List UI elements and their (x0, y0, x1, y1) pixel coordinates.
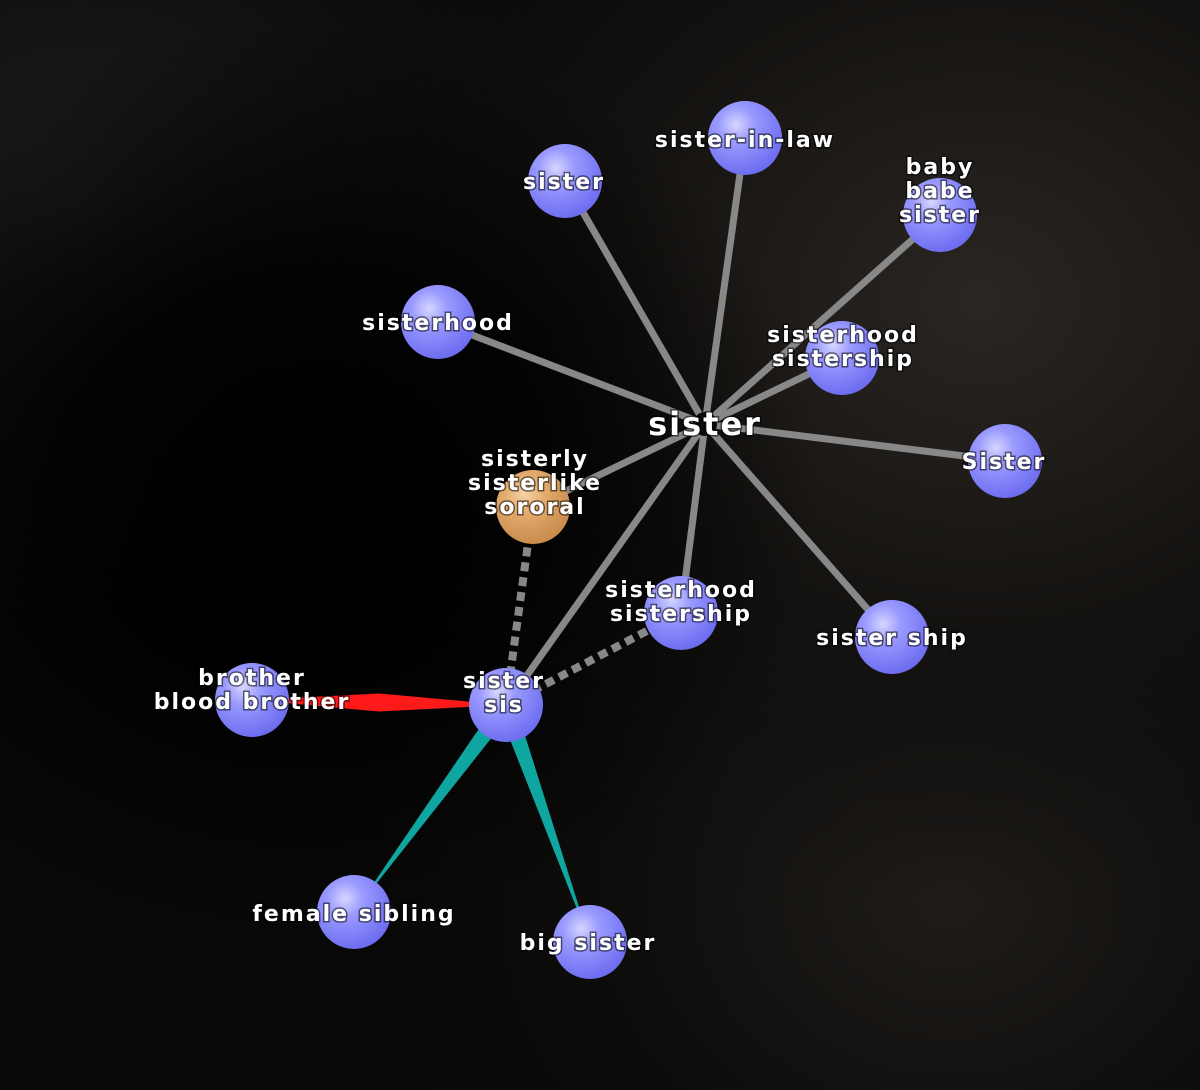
node-label-sisterly-line-2: sororal (484, 495, 585, 520)
node-label-baby-line-2: sister (899, 203, 981, 228)
node-label-sisterhood-sistership-2-line-1: sistership (610, 602, 752, 627)
node-label-baby-line-0: baby (906, 155, 975, 180)
edge-center-to-n-sister-sis (503, 421, 708, 708)
node-sisterhood-sistership-2[interactable] (644, 576, 718, 650)
node-sisterhood[interactable] (401, 285, 475, 359)
node-label-sister-sis-line-0: sister (463, 669, 545, 694)
center-word-label: sister (648, 405, 762, 443)
node-label-sisterly-line-1: sisterlike (468, 471, 602, 496)
node-label-sister-sis-line-1: sis (484, 693, 524, 718)
node-label-Sister-line-0: Sister (962, 450, 1047, 475)
node-layer (215, 101, 1042, 979)
edge-n-sister-sis-to-n-female-sibling (354, 699, 514, 912)
node-label-sister-in-law-line-0: sister-in-law (655, 128, 835, 153)
node-label-female-sibling-line-0: female sibling (252, 902, 455, 927)
node-sister[interactable] (528, 144, 602, 218)
node-label-sisterhood-sistership-2-line-0: sisterhood (605, 578, 757, 603)
node-label-brother-line-0: brother (198, 666, 306, 691)
node-sister-ship[interactable] (855, 600, 929, 674)
node-sister-in-law[interactable] (708, 101, 782, 175)
center-hub[interactable] (693, 412, 717, 436)
node-sisterly[interactable] (496, 470, 570, 544)
node-label-big-sister-line-0: big sister (520, 931, 657, 956)
node-sisterhood-sistership-1[interactable] (805, 321, 879, 395)
node-baby[interactable] (903, 178, 977, 252)
node-label-baby-line-1: babe (905, 179, 974, 204)
node-brother[interactable] (215, 663, 289, 737)
node-big-sister[interactable] (553, 905, 627, 979)
edge-center-to-n-sisterhood (436, 318, 707, 428)
edge-center-to-n-baby (702, 212, 943, 427)
node-label-sisterhood-sistership-1-line-0: sisterhood (767, 323, 919, 348)
node-female-sibling[interactable] (317, 875, 391, 949)
edge-center-to-n-sister-in-law (701, 137, 749, 425)
node-label-sister-ship-line-0: sister ship (816, 626, 968, 651)
edge-center-to-n-sister (561, 179, 709, 426)
node-label-brother-line-1: blood brother (154, 690, 351, 715)
edge-center-to-n-sister-ship (702, 421, 895, 640)
edge-center-to-n-Sister (704, 420, 1006, 465)
node-label-sisterly-line-0: sisterly (481, 447, 589, 472)
node-sister-sis[interactable] (469, 668, 543, 742)
node-Sister[interactable] (968, 424, 1042, 498)
node-label-sisterhood-sistership-1-line-1: sistership (772, 347, 914, 372)
node-label-sister-line-0: sister (523, 170, 605, 195)
edge-n-sister-sis-to-n-big-sister (497, 701, 590, 942)
edge-layer (252, 137, 1006, 942)
edge-n-sister-sis-to-n-brother (252, 693, 506, 712)
node-label-sisterhood-line-0: sisterhood (362, 311, 514, 336)
label-layer: sistersistersister-in-lawbabybabesisters… (152, 127, 1047, 958)
